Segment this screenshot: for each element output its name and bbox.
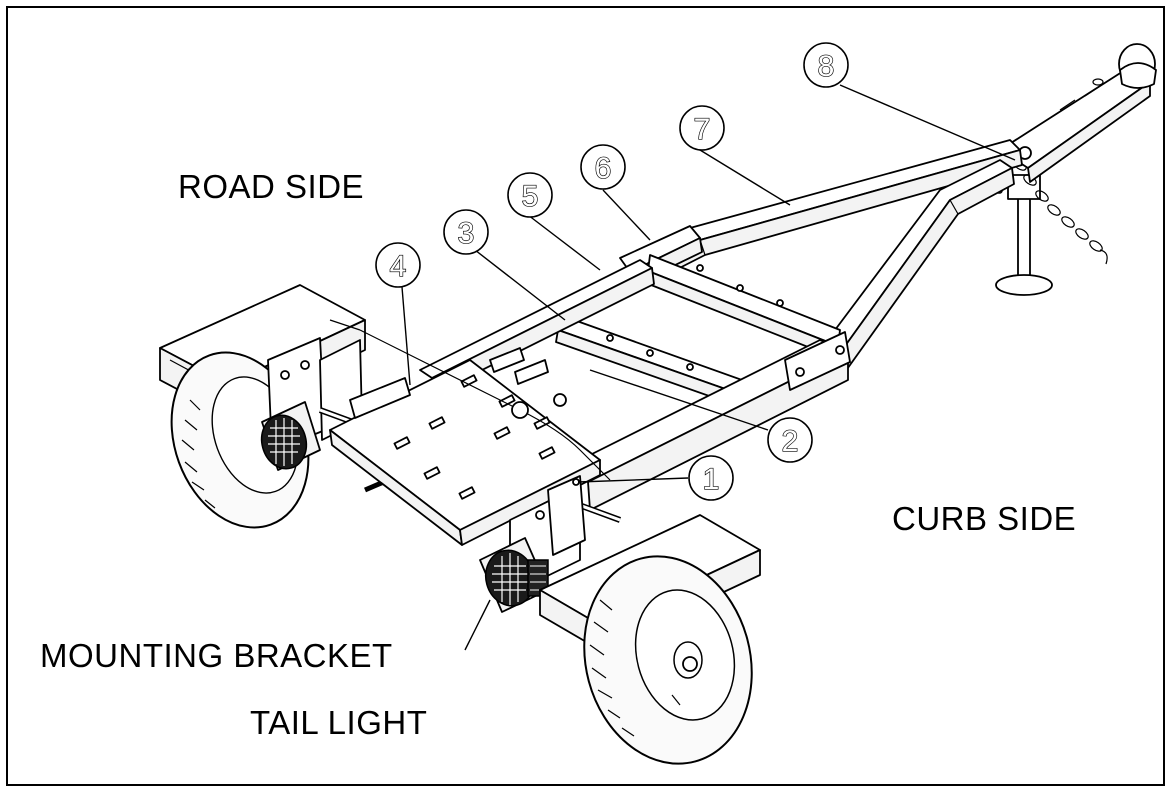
callout-6: 6: [580, 144, 626, 190]
coupler-tongue: [999, 43, 1157, 183]
curb-side-tail-light: [479, 537, 549, 613]
callout-6-number: 6: [595, 152, 612, 185]
diagram-frame: [6, 6, 1165, 786]
curb-side-label: CURB SIDE: [892, 500, 1076, 537]
callout-2-number: 2: [782, 425, 799, 458]
callout-7-number: 7: [694, 113, 711, 146]
tail-light-label: TAIL LIGHT: [250, 704, 427, 741]
callout-4-number: 4: [390, 250, 407, 283]
callout-5: 5: [507, 172, 553, 218]
road-side-tail-light: [260, 401, 321, 471]
callout-1-number: 1: [703, 463, 720, 496]
callout-3-number: 3: [458, 217, 475, 250]
callout-7: 7: [679, 105, 725, 151]
wiring-cable: [329, 319, 611, 481]
mounting-bracket-label: MOUNTING BRACKET: [40, 637, 393, 674]
callout-8-number: 8: [818, 50, 835, 83]
road-side-label: ROAD SIDE: [178, 168, 364, 205]
mounting-plate: [329, 347, 601, 546]
jack-stand: [995, 174, 1053, 296]
callout-3: 3: [443, 209, 489, 255]
trailer-illustration: [159, 43, 1157, 765]
callout-8: 8: [803, 42, 849, 88]
callout-1: 1: [688, 455, 734, 501]
leader-lines: [401, 84, 1016, 651]
front-cross-member: [645, 254, 841, 359]
callout-2: 2: [767, 417, 813, 463]
callout-4: 4: [375, 242, 421, 288]
callout-5-number: 5: [522, 180, 539, 213]
curb-side-wheel: [583, 555, 753, 765]
